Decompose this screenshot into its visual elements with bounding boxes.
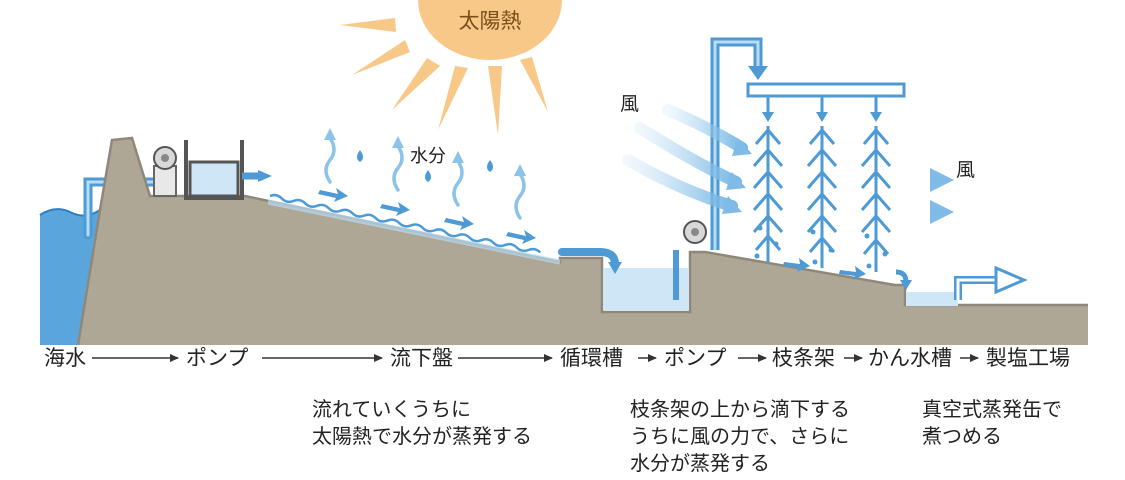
evaporation-steam <box>324 136 526 220</box>
label-seawater: 海水 <box>44 346 86 370</box>
steam-wisp <box>452 159 464 207</box>
head-tank <box>184 140 272 200</box>
flow-plate-water <box>269 193 542 254</box>
flow-arrows <box>318 188 536 244</box>
label-salt-factory: 製塩工場 <box>986 346 1070 370</box>
wind-label-left: 風 <box>620 93 639 115</box>
branch-rack-branches <box>752 129 892 255</box>
sun-ray <box>488 66 502 135</box>
sun-ray <box>340 18 396 32</box>
wind-right <box>830 168 954 224</box>
sun-label: 太陽熱 <box>459 9 522 33</box>
droplet <box>487 160 493 172</box>
distribution-header <box>746 82 906 122</box>
label-flow-plate: 流下盤 <box>390 346 453 370</box>
branch-rack <box>752 126 892 272</box>
steam-wisp <box>392 144 404 192</box>
wind-left <box>622 104 752 214</box>
steam-arrowheads <box>324 128 526 176</box>
pump-1 <box>153 146 177 197</box>
label-pump-2: ポンプ <box>664 346 727 370</box>
label-circulation-tank: 循環槽 <box>560 346 623 370</box>
sun-ray <box>520 57 548 112</box>
label-pump-1: ポンプ <box>186 346 249 370</box>
droplet <box>425 170 431 182</box>
wind-label-right: 風 <box>956 159 975 181</box>
note-flow-plate: 流れていくうちに 太陽熱で水分が蒸発する <box>312 397 532 448</box>
sun-ray <box>438 66 468 130</box>
brine-flow-arrows <box>783 258 912 290</box>
brine-tank <box>906 265 1028 306</box>
label-branch-rack: 枝条架 <box>772 346 835 370</box>
droplet <box>357 150 363 162</box>
sun-ray <box>352 40 410 75</box>
label-brine-tank: かん水槽 <box>868 346 952 370</box>
moisture-label: 水分 <box>410 146 446 167</box>
steam-wisp <box>514 172 526 220</box>
pump-2 <box>673 37 768 300</box>
water-droplets <box>357 150 493 182</box>
rack-droplets <box>754 225 888 269</box>
note-brine-tank: 真空式蒸発缶で 煮つめる <box>922 397 1062 448</box>
sun: 太陽熱 <box>340 0 562 135</box>
note-branch-rack: 枝条架の上から滴下する うちに風の力で、さらに 水分が蒸発する <box>630 397 850 475</box>
ground <box>76 136 1088 346</box>
sun-ray <box>392 58 440 110</box>
steam-wisp <box>324 136 336 184</box>
